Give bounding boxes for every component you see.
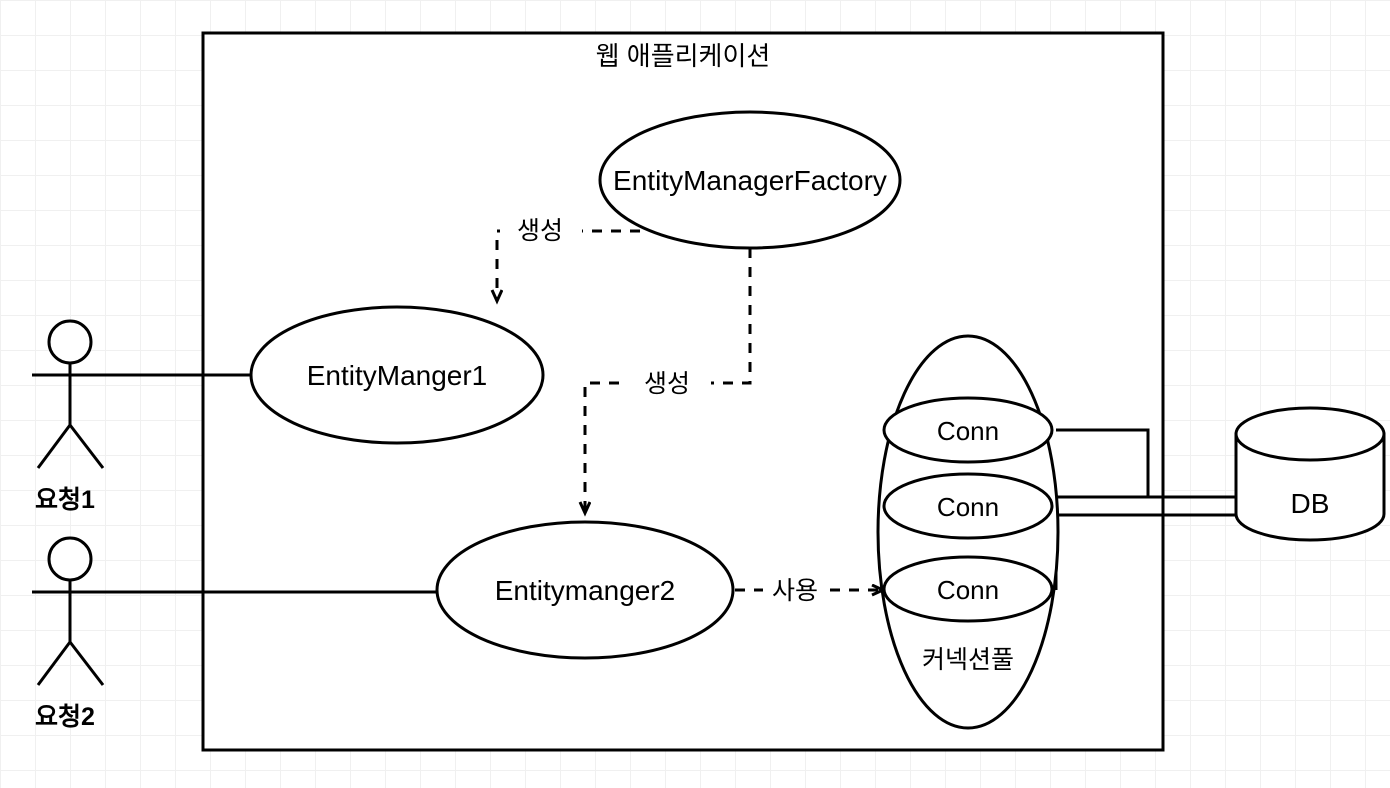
actor-request-2 — [32, 536, 108, 686]
node-entitymanager2-label: Entitymanger2 — [495, 575, 676, 606]
database-label: DB — [1291, 488, 1330, 519]
node-entitymanager1-label: EntityManger1 — [307, 360, 488, 391]
edge-create-entitymanager1 — [497, 229, 640, 300]
connection-pool-label: 커넥션풀 — [922, 646, 1014, 674]
actor-request-1 — [32, 319, 108, 469]
edge-label-backdrop-1 — [500, 213, 582, 247]
actor-leg-left — [36, 424, 72, 469]
node-entitymanager1[interactable] — [249, 305, 545, 445]
edge-label-backdrop-2 — [625, 366, 711, 400]
connection-1[interactable] — [882, 396, 1054, 464]
connection-1-label: Conn — [937, 416, 999, 446]
actor-leg-right — [68, 641, 105, 686]
connection-3[interactable] — [882, 555, 1054, 623]
web-application-title: 웹 애플리케이션 — [596, 41, 771, 71]
wire-conn1-to-db — [1056, 428, 1150, 497]
db-top — [1234, 406, 1386, 462]
edge-use-connection-label: 사용 — [772, 577, 818, 605]
actor-request-1-label: 요청1 — [35, 486, 95, 514]
edge-create-entitymanager1-label: 생성 — [517, 217, 563, 245]
database-cylinder[interactable] — [1234, 406, 1386, 542]
node-entitymanagerfactory-label: EntityManagerFactory — [613, 165, 887, 196]
connection-2-label: Conn — [937, 492, 999, 522]
db-body — [1234, 432, 1386, 542]
connection-2[interactable] — [882, 472, 1054, 540]
node-entitymanager2[interactable] — [435, 520, 735, 660]
edge-create-entitymanager2-label: 생성 — [644, 370, 690, 398]
actor-leg-right — [68, 424, 105, 469]
actor-head — [47, 536, 93, 582]
connection-3-label: Conn — [937, 575, 999, 605]
actor-head — [47, 319, 93, 365]
actor-request-2-label: 요청2 — [35, 703, 95, 731]
edge-label-backdrop-3 — [763, 573, 827, 607]
actor-leg-left — [36, 641, 72, 686]
